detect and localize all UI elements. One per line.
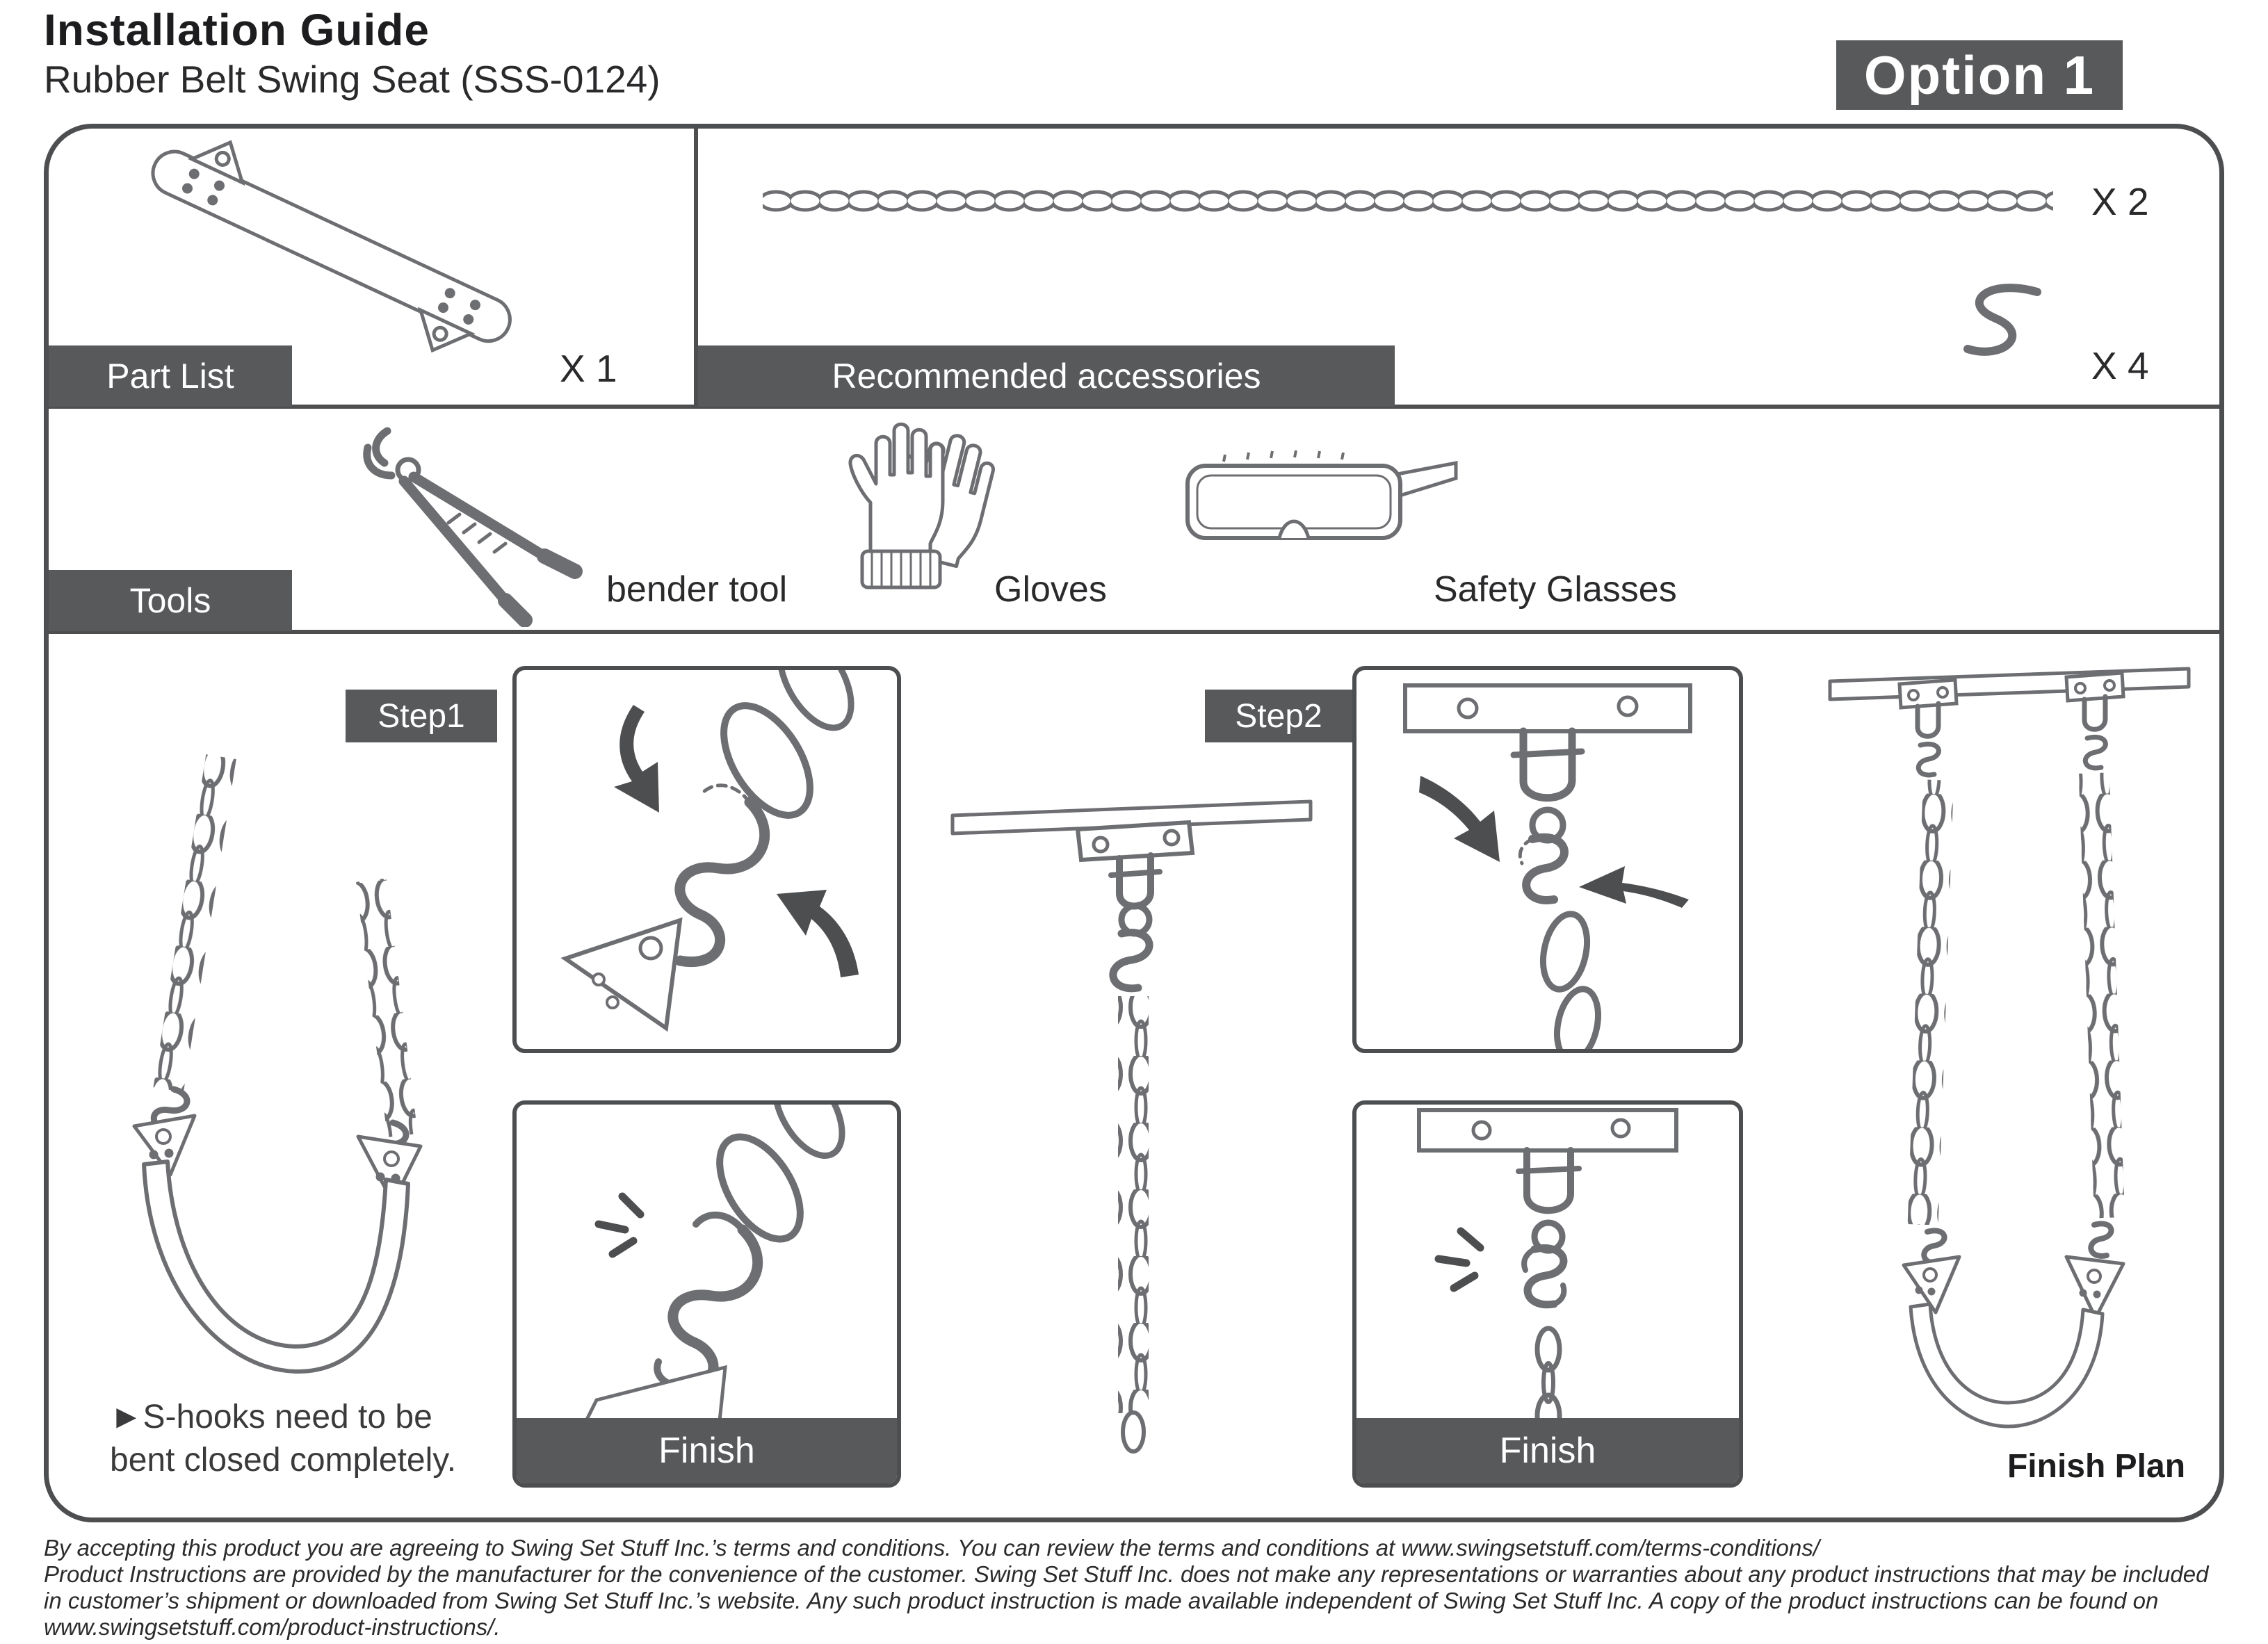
terms-footer-line3: in customer’s shipment or downloaded fro… xyxy=(44,1588,2159,1613)
swing-seat-part-illustration xyxy=(151,140,512,353)
finish-plan-label: Finish Plan xyxy=(2007,1448,2186,1485)
s-hook-icon xyxy=(1963,284,2041,356)
step2-finish-label: Finish xyxy=(1499,1431,1596,1471)
terms-footer-line1: By accepting this product you are agreei… xyxy=(44,1535,1820,1561)
safety-glasses-label: Safety Glasses xyxy=(1434,569,1677,610)
step1-label: Step1 xyxy=(378,697,465,735)
page-subtitle: Rubber Belt Swing Seat (SSS-0124) xyxy=(44,58,661,101)
step2-finish-illustration xyxy=(1417,1108,1678,1421)
step2-finish-strip: Finish xyxy=(1356,1418,1739,1483)
shook-note-line1: ►S-hooks need to be xyxy=(110,1399,432,1435)
page-title: Installation Guide xyxy=(44,5,430,55)
step1-finish-illustration xyxy=(584,1105,845,1421)
divider-accessories-tools xyxy=(47,405,2222,409)
step1-detail-illustration xyxy=(560,670,859,1032)
step1-detail-box xyxy=(512,666,901,1053)
step2-header: Step2 xyxy=(1205,690,1352,742)
part-list-label: Part List xyxy=(106,357,234,396)
step1-finish-strip: Finish xyxy=(517,1418,897,1483)
part-list-header: Part List xyxy=(49,345,292,407)
chain-illustration xyxy=(763,181,2053,221)
seat-quantity: X 1 xyxy=(560,347,617,390)
terms-footer: By accepting this product you are agreei… xyxy=(44,1535,2224,1641)
divider-vertical-partlist xyxy=(694,127,698,407)
shook-quantity: X 4 xyxy=(2091,344,2149,387)
swing-assembly-illustration xyxy=(132,754,423,1374)
step2-finish-box: Finish xyxy=(1352,1100,1743,1488)
tools-label: Tools xyxy=(129,581,211,620)
step2-label: Step2 xyxy=(1235,697,1322,735)
finish-plan-illustration xyxy=(1828,667,2191,1429)
bender-tool-label: bender tool xyxy=(606,569,788,610)
step2-detail-illustration xyxy=(1403,683,1692,1049)
terms-footer-line2: Product Instructions are provided by the… xyxy=(44,1561,2209,1587)
shook-note: ►S-hooks need to be bent closed complete… xyxy=(110,1396,456,1482)
divider-tools-steps xyxy=(47,630,2222,634)
step1-header: Step1 xyxy=(346,690,497,742)
step1-finish-box: Finish xyxy=(512,1100,901,1488)
step1-finish-label: Finish xyxy=(658,1431,755,1471)
terms-footer-line4: www.swingsetstuff.com/product-instructio… xyxy=(44,1614,501,1640)
accessories-header: Recommended accessories xyxy=(698,345,1395,407)
tools-header: Tools xyxy=(49,570,292,631)
shook-note-line2: bent closed completely. xyxy=(110,1442,457,1479)
gloves-label: Gloves xyxy=(994,569,1107,610)
safety-glasses-icon xyxy=(1185,450,1458,540)
gloves-icon xyxy=(848,422,995,589)
bender-tool-icon xyxy=(363,427,583,627)
hanging-chain-illustration xyxy=(950,799,1313,1454)
option-badge: Option 1 xyxy=(1836,40,2123,110)
accessories-label: Recommended accessories xyxy=(832,357,1261,396)
step2-detail-box xyxy=(1352,666,1743,1053)
chain-quantity: X 2 xyxy=(2091,180,2149,223)
